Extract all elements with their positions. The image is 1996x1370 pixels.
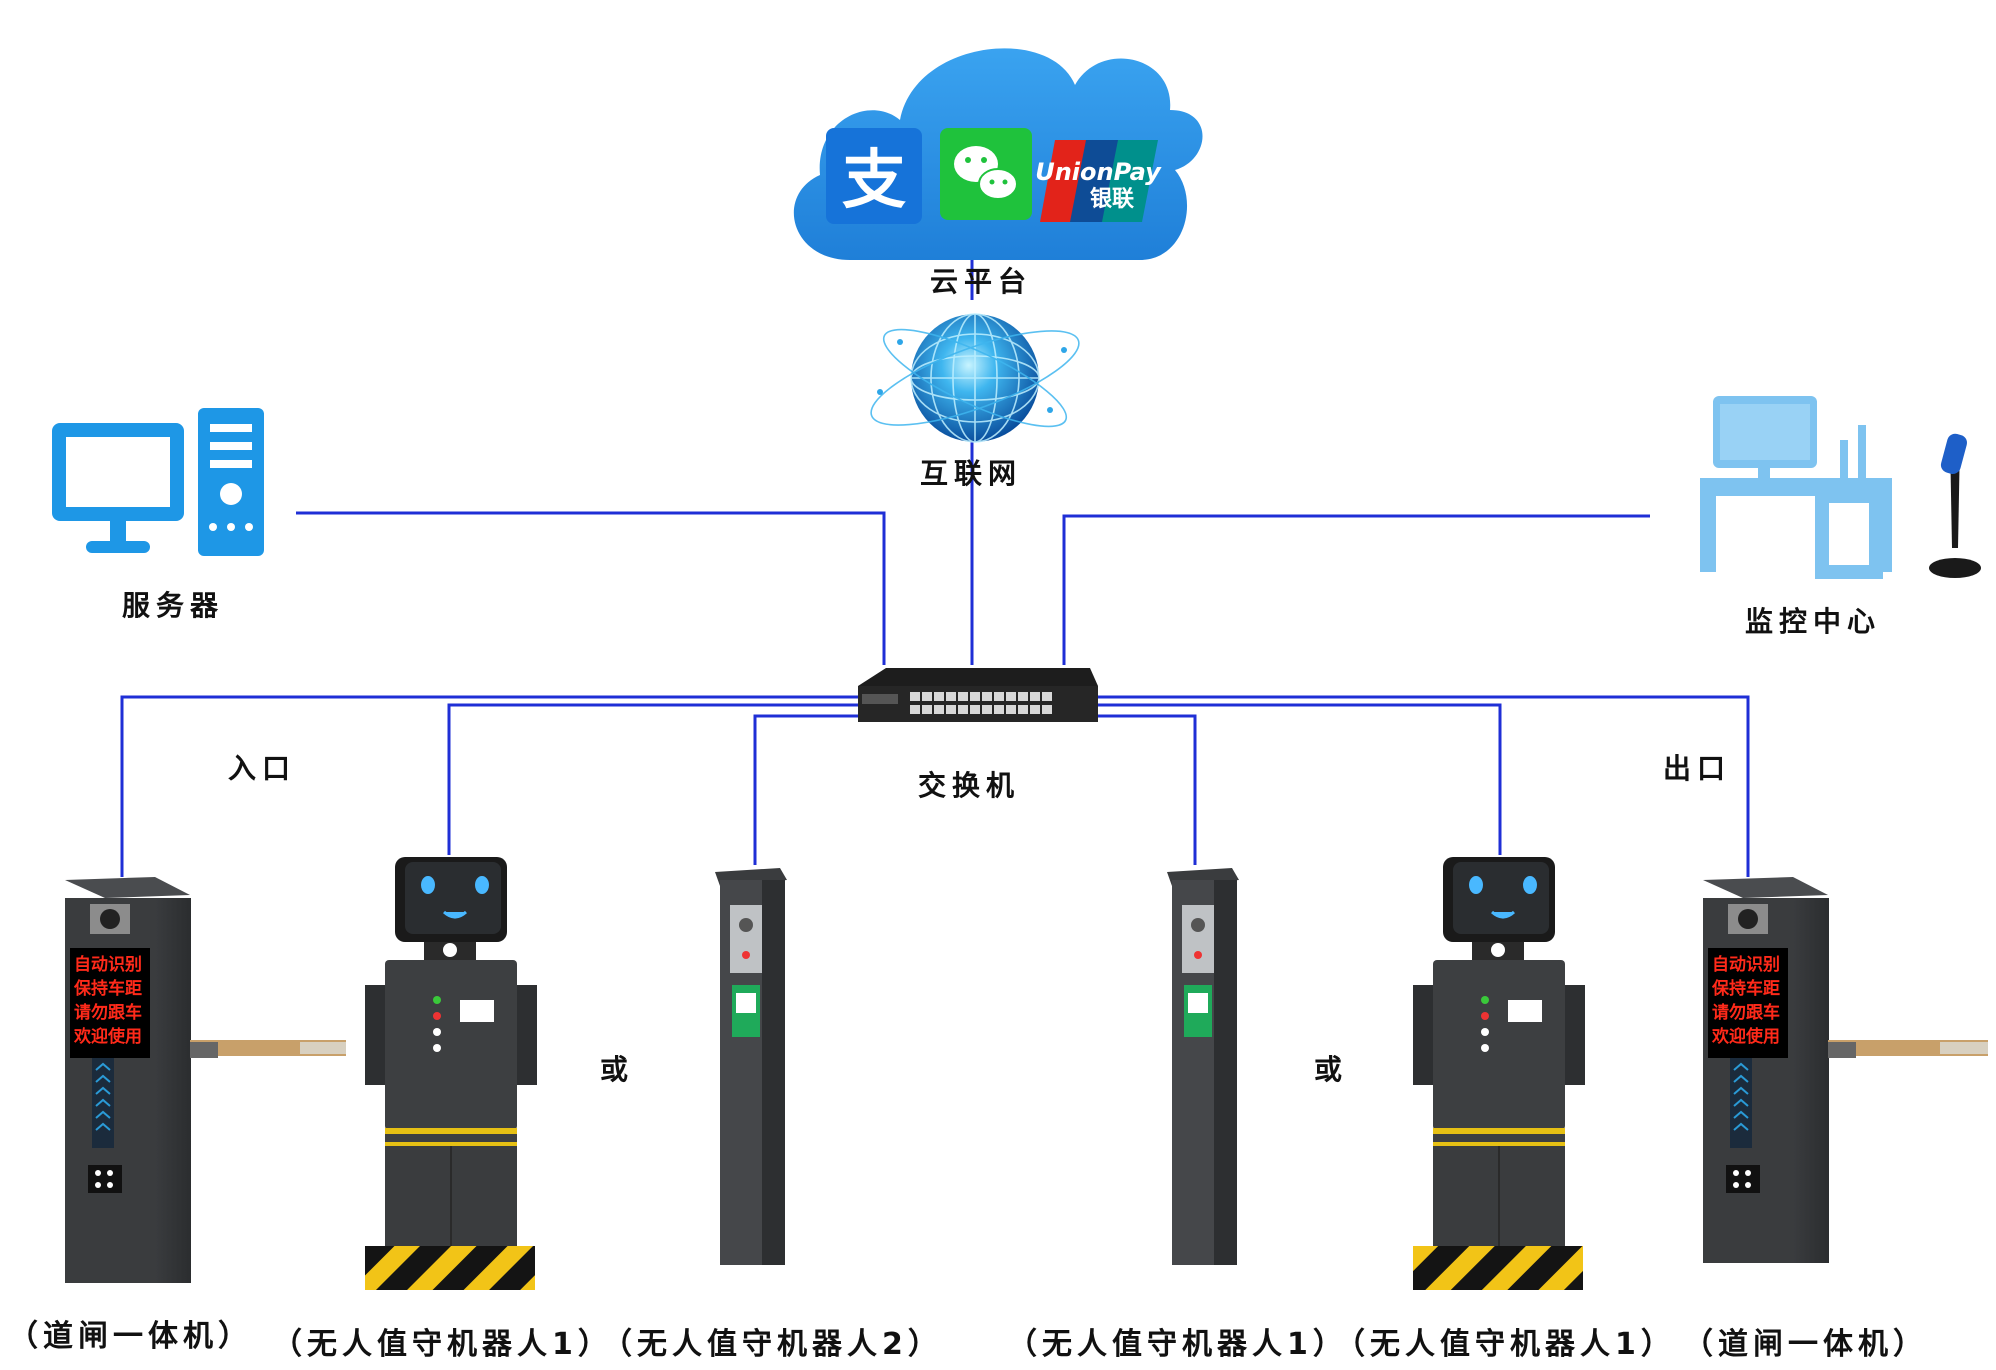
or-label-left: 或 [600, 1053, 635, 1086]
caption-gate-left: （道闸一体机） [8, 1319, 253, 1354]
caption-robot-right: （无人值守机器人1） [1335, 1327, 1676, 1362]
caption-kiosk-left: （无人值守机器人2） [602, 1327, 943, 1362]
switch-label: 交换机 [918, 769, 1021, 802]
microphone-icon [1929, 433, 1981, 578]
svg-text:保持车距: 保持车距 [1711, 978, 1780, 999]
barrier-gate-left: 自动识别 保持车距 请勿跟车 欢迎使用 [65, 877, 346, 1283]
caption-gate-right: （道闸一体机） [1683, 1327, 1928, 1362]
link-robot1-right [1084, 703, 1502, 855]
link-gate-right [1086, 695, 1750, 877]
barrier-gate-right: 自动识别 保持车距 请勿跟车 欢迎使用 [1703, 877, 1988, 1263]
server-label: 服务器 [122, 589, 225, 622]
globe-icon [870, 313, 1080, 443]
cloud-platform: 支 UnionPay 银联 [793, 48, 1203, 260]
kiosk-left [715, 868, 787, 1265]
link-robot2-left [753, 714, 864, 865]
server-icon [52, 408, 264, 556]
svg-text:欢迎使用: 欢迎使用 [1711, 1026, 1780, 1047]
alipay-icon: 支 [826, 128, 922, 224]
monitor-center-icon [1700, 396, 1892, 579]
svg-text:自动识别: 自动识别 [1712, 954, 1780, 975]
switch-ports [910, 692, 1052, 714]
svg-text:请勿跟车: 请勿跟车 [1712, 1002, 1780, 1023]
link-gate-left [120, 695, 860, 877]
caption-robot-left: （无人值守机器人1） [272, 1327, 613, 1362]
svg-text:保持车距: 保持车距 [73, 978, 142, 999]
network-switch-icon [858, 668, 1098, 722]
robot-left [365, 857, 537, 1290]
monitor-center-label: 监控中心 [1745, 605, 1882, 638]
svg-text:支: 支 [842, 144, 906, 218]
internet-label: 互联网 [920, 457, 1023, 490]
svg-text:自动识别: 自动识别 [74, 954, 142, 975]
or-label-right: 或 [1314, 1053, 1349, 1086]
svg-text:银联: 银联 [1090, 187, 1134, 212]
unionpay-icon: UnionPay 银联 [1035, 140, 1162, 222]
wechat-icon [940, 128, 1032, 220]
link-robot1-left [447, 703, 862, 855]
robot-right [1413, 857, 1585, 1290]
cloud-platform-label: 云平台 [930, 265, 1033, 298]
exit-label: 出口 [1663, 752, 1732, 785]
connection-lines [120, 255, 1750, 877]
link-robot2-right [1080, 714, 1197, 865]
caption-kiosk-right: （无人值守机器人1） [1007, 1327, 1348, 1362]
link-server [296, 511, 886, 665]
link-monitor [1062, 514, 1650, 665]
svg-text:欢迎使用: 欢迎使用 [73, 1026, 142, 1047]
entrance-label: 入口 [228, 752, 297, 785]
svg-text:UnionPay: UnionPay [1035, 158, 1162, 186]
svg-text:请勿跟车: 请勿跟车 [74, 1002, 142, 1023]
kiosk-right [1167, 868, 1239, 1265]
